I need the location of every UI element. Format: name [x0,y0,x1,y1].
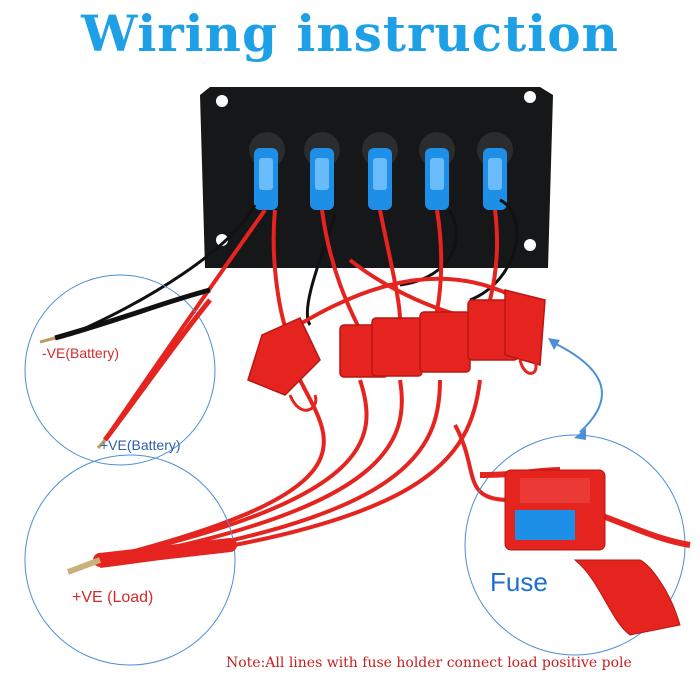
rocker-switch-3 [362,132,398,210]
fuse-caps [288,359,538,412]
rocker-switch-1 [249,132,285,210]
negative-battery-label: -VE(Battery) [42,345,120,361]
rocker-switch-2 [304,132,340,210]
load-wire-closeup [66,538,237,575]
positive-load-label: +VE (Load) [72,589,154,606]
rocker-switch-5 [477,132,513,210]
page-title: Wiring instruction [81,4,619,63]
note-text: Note:All lines with fuse holder connect … [226,655,632,671]
load-callout-circle [24,454,236,666]
callout-arrow [551,341,603,433]
rocker-switch-4 [419,132,455,210]
battery-callout-circle [24,274,216,466]
battery-wire-closeup [39,287,212,449]
fuse-holders [247,289,546,396]
positive-battery-label: +VE(Battery) [100,437,181,453]
fuse-label: Fuse [490,567,548,597]
fuse-closeup [479,467,691,636]
